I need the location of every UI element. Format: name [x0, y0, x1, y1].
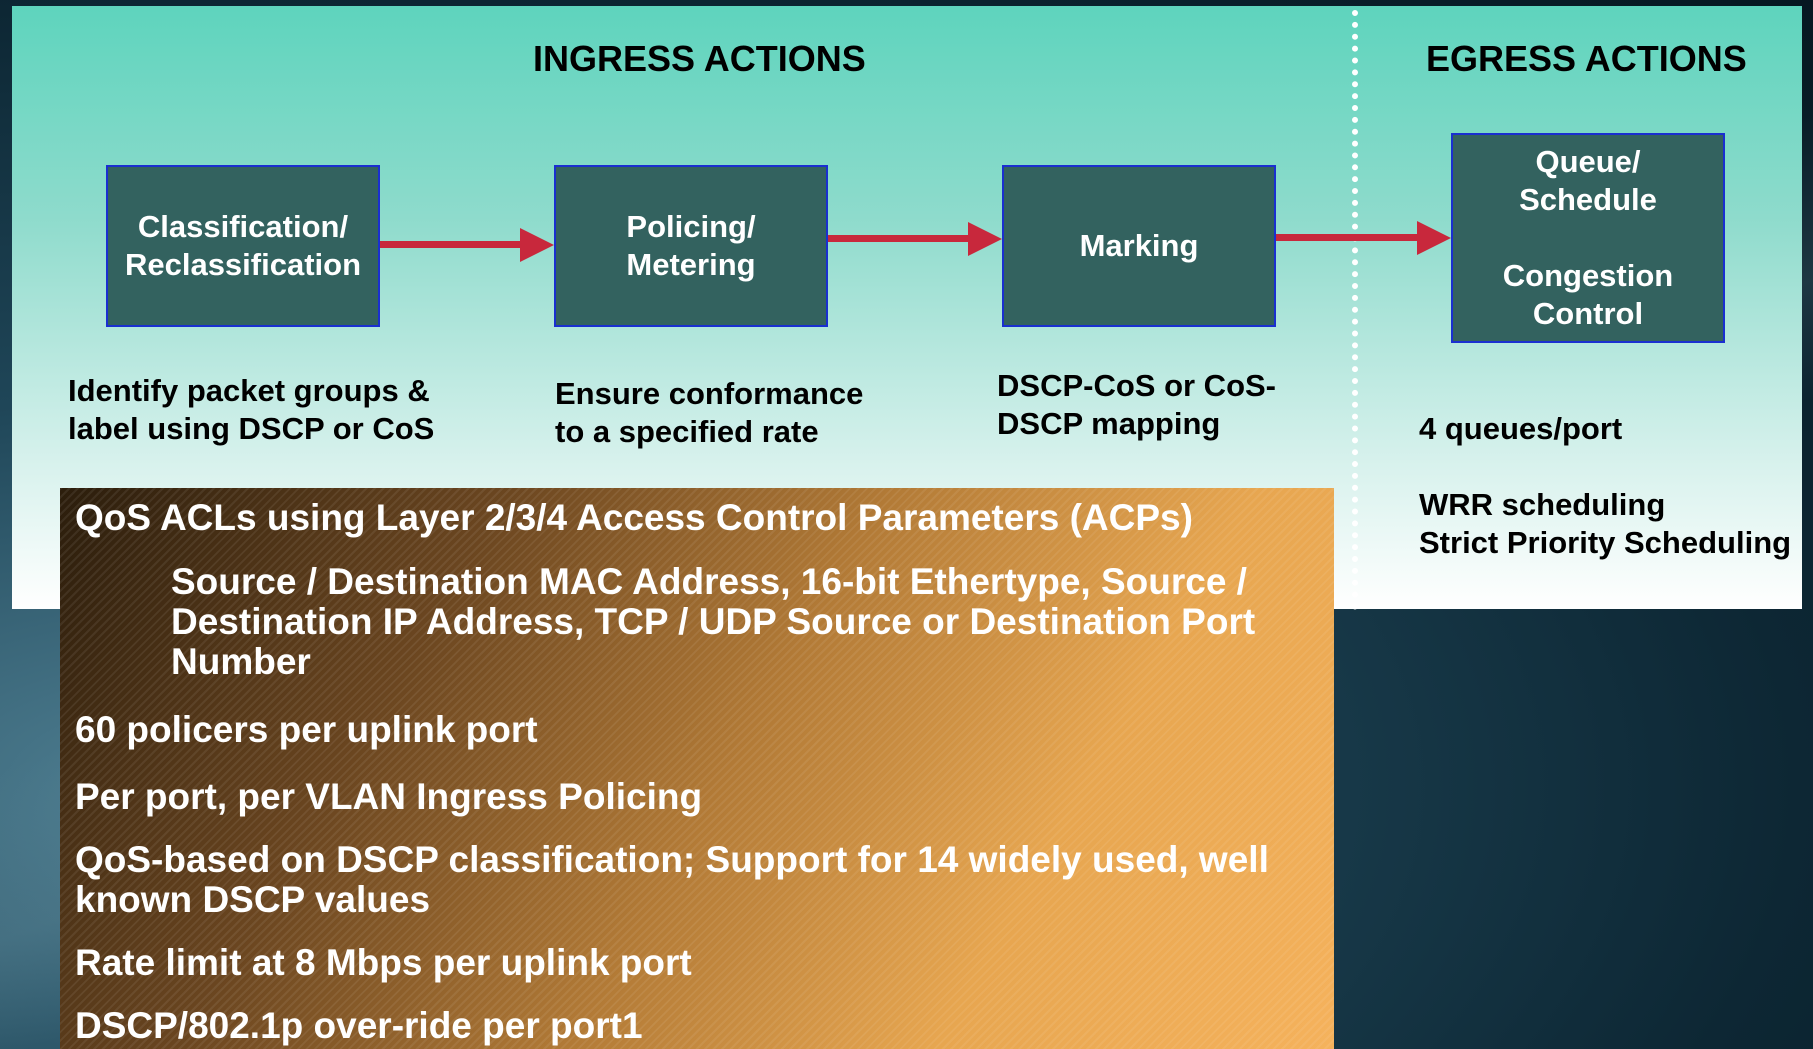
qos-acl-detail: Source / Destination MAC Address, 16-bit…	[171, 561, 1256, 682]
arrow-marking-to-queue	[1276, 234, 1419, 241]
arrowhead-queue	[1417, 221, 1451, 255]
ingress-actions-title: INGRESS ACTIONS	[533, 38, 866, 79]
queues-per-port-note: 4 queues/port	[1419, 411, 1623, 446]
feature-item: 60 policers per uplink port	[75, 709, 538, 750]
marking-box: Marking	[1002, 165, 1276, 327]
feature-item: Per port, per VLAN Ingress Policing	[75, 776, 703, 817]
feature-item: Rate limit at 8 Mbps per uplink port	[75, 942, 692, 983]
qos-acl-heading: QoS ACLs using Layer 2/3/4 Access Contro…	[75, 497, 1193, 538]
marking-description: DSCP-CoS or CoS- DSCP mapping	[997, 368, 1276, 441]
classification-box-label: Classification/ Reclassification	[124, 209, 362, 282]
qos-features-panel: QoS ACLs using Layer 2/3/4 Access Contro…	[60, 488, 1334, 1049]
policing-box: Policing/ Metering	[554, 165, 828, 327]
arrow-classification-to-policing	[380, 241, 522, 248]
queue-schedule-box: Queue/ Schedule Congestion Control	[1451, 133, 1725, 343]
feature-item: DSCP/802.1p over-ride per port1	[75, 1005, 643, 1046]
classification-box: Classification/ Reclassification	[106, 165, 380, 327]
egress-actions-title: EGRESS ACTIONS	[1426, 38, 1747, 79]
feature-item: QoS-based on DSCP classification; Suppor…	[75, 839, 1269, 920]
queue-schedule-box-label: Queue/ Schedule Congestion Control	[1502, 144, 1674, 331]
policing-box-label: Policing/ Metering	[626, 209, 756, 282]
arrowhead-policing	[520, 228, 554, 262]
arrow-policing-to-marking	[828, 235, 970, 242]
ingress-egress-divider	[1352, 10, 1358, 610]
policing-description: Ensure conformance to a specified rate	[555, 376, 864, 449]
marking-box-label: Marking	[1079, 228, 1199, 263]
scheduling-note: WRR scheduling Strict Priority Schedulin…	[1419, 487, 1792, 560]
classification-description: Identify packet groups & label using DSC…	[68, 373, 435, 446]
arrowhead-marking	[968, 222, 1002, 256]
